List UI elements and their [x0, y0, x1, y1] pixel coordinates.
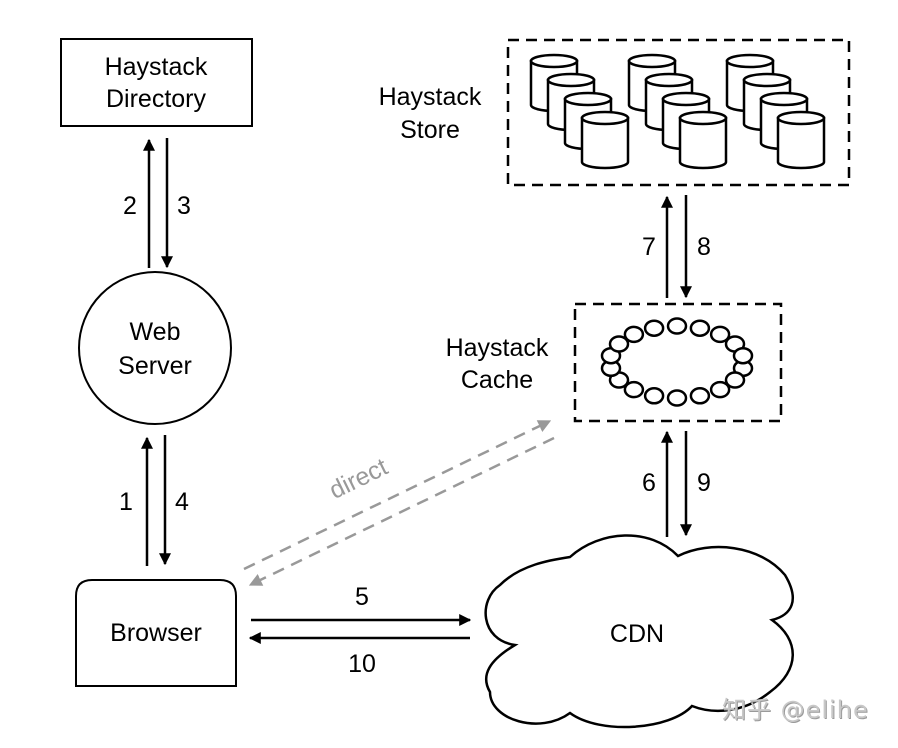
cache-node-icon [643, 319, 665, 337]
watermark: 知乎 @elihe [722, 696, 869, 724]
haystack-directory-node: Haystack Directory [60, 38, 253, 127]
direct-edge: direct [243, 419, 555, 587]
edge-3-label: 3 [177, 192, 191, 220]
store-label-line1: Haystack [379, 83, 482, 111]
direct-label: direct [325, 453, 392, 505]
storage-cylinders [529, 53, 826, 170]
store-label-line2: Store [400, 116, 460, 144]
web-server-label-line2: Server [118, 352, 192, 380]
directory-label-line2: Directory [106, 85, 207, 113]
edge-1-label: 1 [119, 488, 133, 516]
cache-node-icon [608, 335, 630, 353]
cache-node-icon [643, 387, 665, 405]
haystack-store-node: Haystack Store [379, 38, 851, 187]
cache-node-icon [689, 319, 711, 337]
cache-node-icon [709, 380, 731, 399]
edge-5-label: 5 [355, 583, 369, 611]
cdn-node: CDN [484, 534, 794, 729]
cdn-label: CDN [610, 620, 664, 648]
cache-ring [600, 317, 754, 407]
cache-node-icon [623, 325, 645, 344]
edge-4-label: 4 [175, 488, 189, 516]
edge-2-label: 2 [123, 192, 137, 220]
edge-6-label: 6 [642, 469, 656, 497]
edge-8-label: 8 [697, 233, 711, 261]
browser-label: Browser [110, 619, 202, 647]
cache-label-line1: Haystack [446, 334, 549, 362]
storage-cylinder-icon [678, 110, 728, 170]
haystack-cache-node: Haystack Cache [446, 302, 783, 423]
cache-node-icon [666, 389, 688, 407]
cache-node-icon [623, 380, 645, 399]
web-server-label-line1: Web [130, 318, 181, 346]
web-server-node: Web Server [78, 271, 232, 425]
edge-9-label: 9 [697, 469, 711, 497]
cache-node-icon [666, 317, 688, 335]
storage-cylinder-icon [776, 110, 826, 170]
edge-10-label: 10 [348, 650, 376, 678]
cache-node-icon [732, 346, 754, 365]
cache-node-icon [724, 371, 746, 389]
direct-arrow-to-cache [243, 419, 552, 571]
browser-node: Browser [75, 579, 237, 687]
cache-node-icon [689, 387, 711, 405]
storage-cylinder-icon [580, 110, 630, 170]
directory-label-line1: Haystack [105, 53, 208, 81]
edge-7-label: 7 [642, 233, 656, 261]
cache-node-icon [709, 325, 731, 344]
cache-label-line2: Cache [461, 366, 533, 394]
direct-arrow-to-browser [248, 436, 555, 587]
